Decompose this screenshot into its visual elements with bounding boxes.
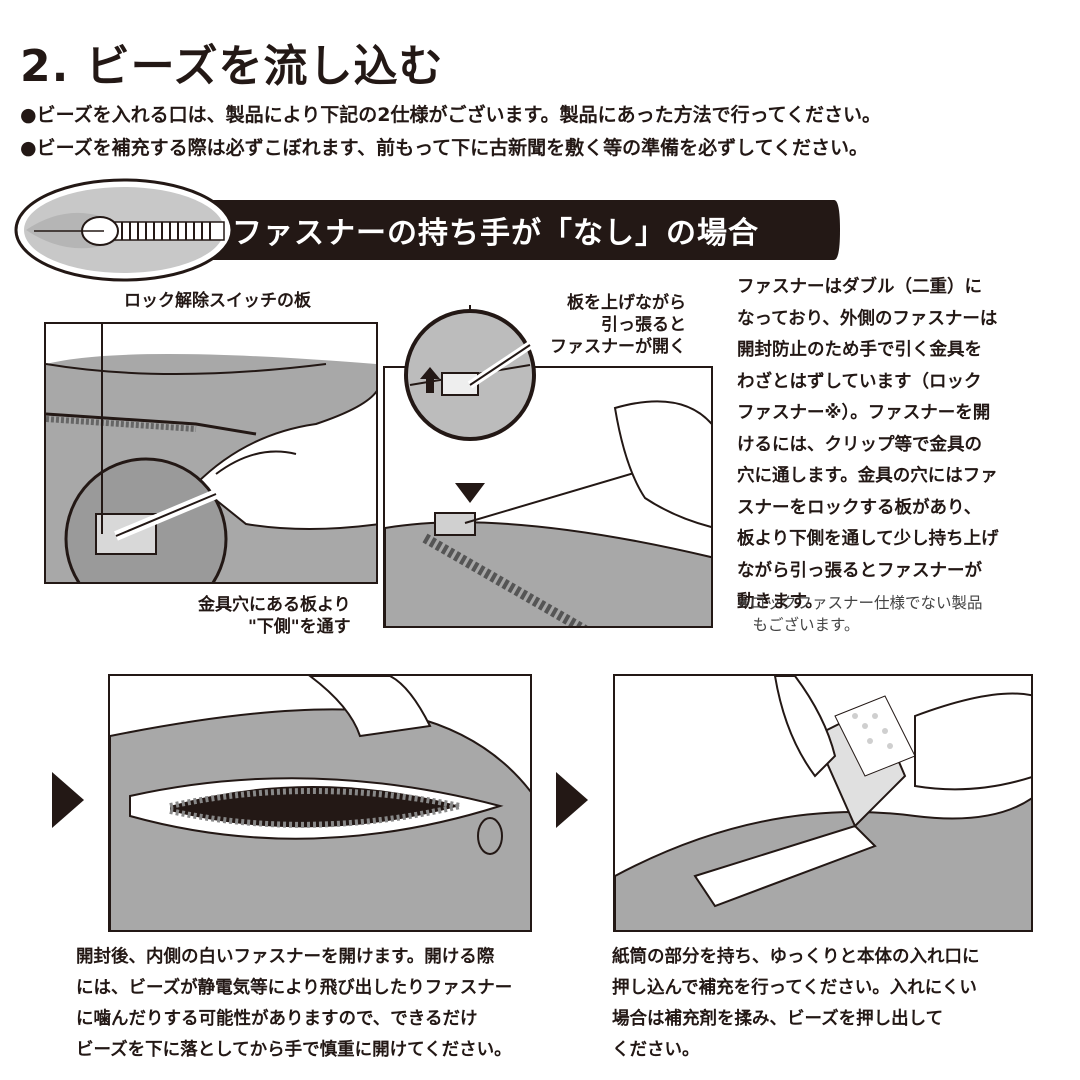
section-header-pill xyxy=(14,178,840,282)
illustration-lock-switch xyxy=(44,322,378,584)
step-arrow-icon xyxy=(52,772,84,828)
bullet-text: ●ビーズを入れる口は、製品により下記の2仕様がございます。製品にあった方法で行っ… xyxy=(20,104,882,126)
callout-lift-pull: 板を上げながら 引っ張ると ファスナーが開く xyxy=(550,292,686,358)
callout-line: "下側"を通す xyxy=(247,617,351,637)
callout-lock-switch: ロック解除スイッチの板 xyxy=(124,291,311,311)
illustration-pour-beads xyxy=(613,674,1033,932)
footnote: ※ロックファスナー仕様でない製品 もございます。 xyxy=(737,594,983,634)
page-title: 2. ビーズを流し込む xyxy=(20,41,444,92)
step-caption: 紙筒の部分を持ち、ゆっくりと本体の入れ口に 押し込んで補充を行ってください。入れ… xyxy=(612,947,980,1060)
explanation-note: ファスナーはダブル（二重）に なっており、外側のファスナーは 開封防止のため手で… xyxy=(737,277,999,612)
callout-line: 金具穴にある板より xyxy=(198,595,351,615)
magnified-inset xyxy=(404,305,536,441)
callout-pass-under: 金具穴にある板より "下側"を通す xyxy=(198,594,351,638)
illustration-open-inner-zipper xyxy=(108,674,532,932)
callout-line: ファスナーが開く xyxy=(550,337,686,357)
step-caption: 開封後、内側の白いファスナーを開けます。開ける際 には、ビーズが静電気等により飛… xyxy=(76,947,513,1060)
bullet-text: ●ビーズを補充する際は必ずこぼれます、前もって下に古新聞を敷く等の準備を必ずして… xyxy=(20,137,869,159)
callout-line: 板を上げながら xyxy=(567,293,686,313)
section-label: ファスナーの持ち手が「なし」の場合 xyxy=(232,216,759,251)
step-arrow-icon xyxy=(556,772,588,828)
callout-line: 引っ張ると xyxy=(601,315,686,335)
